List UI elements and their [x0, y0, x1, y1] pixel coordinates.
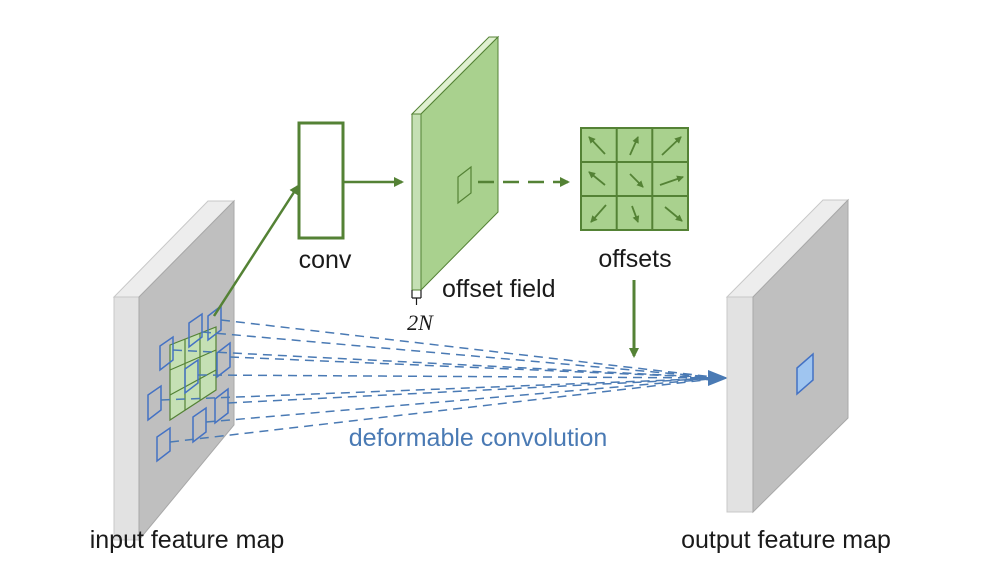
offset-field	[410, 35, 500, 305]
input-map-side	[113, 296, 140, 541]
input-to-conv-arrow	[212, 184, 300, 317]
conv-box	[297, 121, 345, 240]
two-n-bracket	[411, 290, 422, 305]
offset-field-cell	[457, 165, 472, 205]
conv-label: conv	[299, 246, 352, 274]
offset-field-label: offset field	[442, 275, 556, 303]
offset-field-front	[420, 35, 499, 292]
output-map-side	[726, 296, 754, 513]
input-feature-map	[112, 199, 236, 542]
output-cell	[796, 352, 814, 396]
deformable-convolution-label: deformable convolution	[349, 424, 608, 452]
offsets-grid	[580, 127, 689, 231]
output-map-front	[752, 198, 849, 514]
two-n-label: 2N	[407, 310, 434, 335]
input-feature-map-label: input feature map	[90, 526, 285, 554]
offset-field-side	[411, 113, 422, 291]
offsets-label: offsets	[598, 245, 671, 273]
output-feature-map	[725, 198, 850, 514]
offset-vectors	[588, 136, 684, 223]
output-feature-map-label: output feature map	[681, 526, 891, 554]
deformable-convolution-lines	[160, 319, 723, 443]
